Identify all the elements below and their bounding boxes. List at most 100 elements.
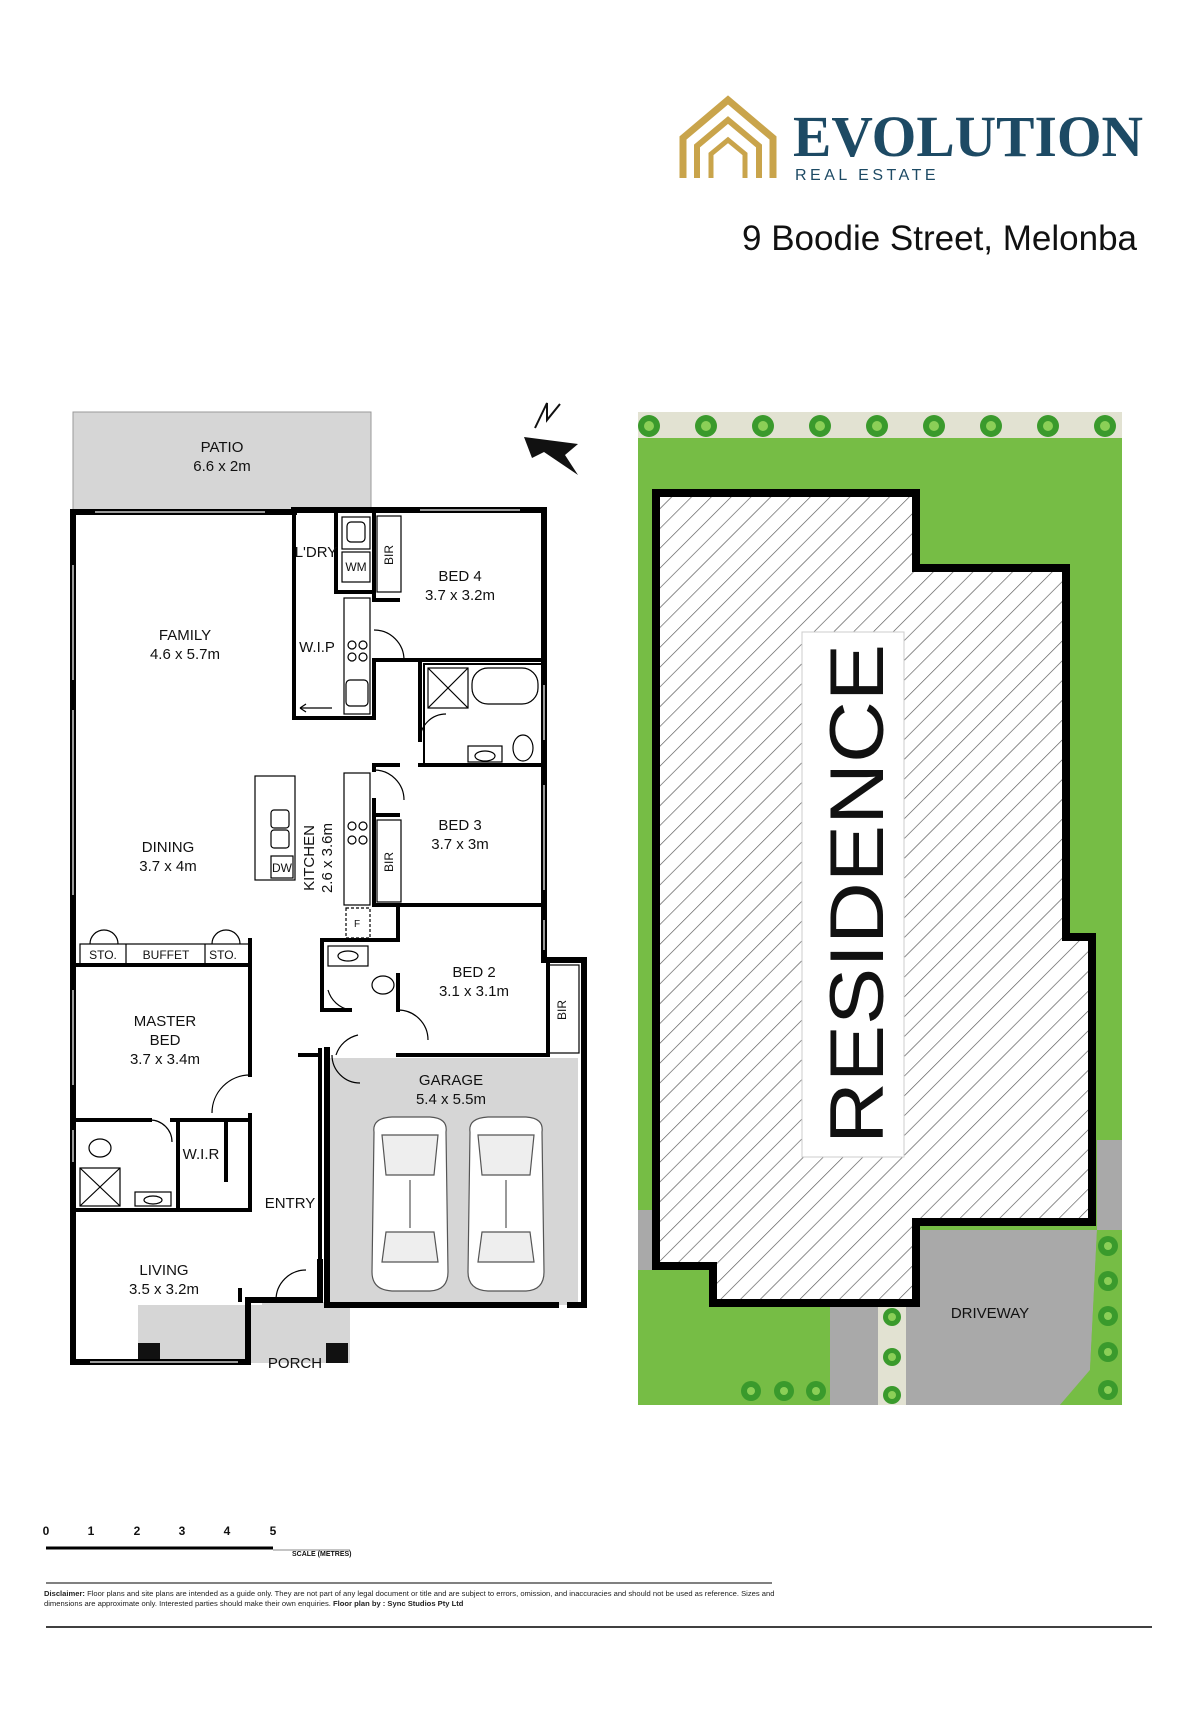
patio-dims: 6.6 x 2m — [193, 458, 251, 475]
buffet-storage — [79, 929, 251, 965]
dining-dims: 3.7 x 4m — [139, 858, 197, 875]
scale-tick-2: 2 — [134, 1524, 141, 1538]
room-labels: PATIO 6.6 x 2m FAMILY 4.6 x 5.7m L'DRY W… — [89, 439, 569, 1372]
windows — [72, 509, 545, 1363]
brand-logo: EVOLUTION REAL ESTATE — [679, 95, 1143, 184]
house-logo-icon — [679, 95, 777, 178]
kitchen-label: KITCHEN — [301, 825, 318, 891]
bed4-dims: 3.7 x 3.2m — [425, 587, 495, 604]
sto-right-label: STO. — [209, 948, 237, 962]
scale-tick-1: 1 — [88, 1524, 95, 1538]
disclaimer-body: Floor plans and site plans are intended … — [44, 1589, 775, 1608]
tree-icon — [752, 415, 774, 437]
laundry-fixtures — [341, 516, 371, 583]
disclaimer-block: Disclaimer: Floor plans and site plans a… — [44, 1589, 775, 1608]
tree-icon — [923, 415, 945, 437]
bathroom-fixtures — [423, 663, 543, 765]
scale-tick-0: 0 — [43, 1524, 50, 1538]
shrub-icon — [806, 1381, 826, 1401]
ensuite-fixtures — [79, 1138, 172, 1207]
living-dims: 3.5 x 3.2m — [129, 1281, 199, 1298]
porch-column-right — [326, 1343, 348, 1363]
tree-icon — [980, 415, 1002, 437]
interior-walls — [71, 510, 550, 1302]
shrub-icon — [1098, 1306, 1118, 1326]
wir-label: W.I.R — [183, 1146, 220, 1163]
tree-icon — [695, 415, 717, 437]
garden-shrubs — [741, 1236, 1118, 1404]
tree-icon — [1037, 415, 1059, 437]
buffet-label: BUFFET — [143, 948, 190, 962]
living-label: LIVING — [139, 1262, 188, 1279]
tree-icon — [866, 415, 888, 437]
family-label: FAMILY — [159, 627, 211, 644]
scale-tick-4: 4 — [224, 1524, 231, 1538]
kitchen-island — [254, 775, 296, 881]
bir-bed2-box — [548, 964, 580, 1054]
master-label-1: MASTER — [134, 1013, 197, 1030]
powder-room-fixtures — [327, 945, 395, 995]
bed2-label: BED 2 — [452, 964, 495, 981]
porch-label: PORCH — [268, 1355, 322, 1372]
bed4-label: BED 4 — [438, 568, 481, 585]
dining-label: DINING — [142, 839, 195, 856]
bir-bed2-label: BIR — [555, 1000, 569, 1020]
bir-top-box — [376, 515, 402, 593]
bed2-dims: 3.1 x 3.1m — [439, 983, 509, 1000]
laundry-label: L'DRY — [295, 544, 338, 561]
floor-plan: PATIO 6.6 x 2m FAMILY 4.6 x 5.7m L'DRY W… — [70, 411, 587, 1372]
patio-area — [72, 411, 372, 511]
kitchen-bench — [343, 772, 371, 939]
residence-label-box — [801, 631, 905, 1158]
shrub-icon — [883, 1308, 901, 1326]
car-left-icon — [371, 1116, 449, 1292]
brand-name: EVOLUTION — [793, 104, 1143, 169]
shrub-icon — [1098, 1236, 1118, 1256]
bed3-dims: 3.7 x 3m — [431, 836, 489, 853]
tree-icon — [1094, 415, 1116, 437]
north-arrow-icon — [524, 402, 578, 475]
shrub-icon — [883, 1386, 901, 1404]
side-paving-right — [1097, 1140, 1122, 1230]
shrub-icon — [1098, 1380, 1118, 1400]
driveway-label: DRIVEWAY — [951, 1305, 1029, 1322]
sto-left-label: STO. — [89, 948, 117, 962]
street-trees-top — [638, 415, 1116, 437]
scale-tick-3: 3 — [179, 1524, 186, 1538]
bed3-label: BED 3 — [438, 817, 481, 834]
porch-column-left — [138, 1343, 160, 1363]
property-address: 9 Boodie Street, Melonba — [742, 219, 1138, 258]
doors — [149, 629, 447, 1301]
fridge-label: F — [354, 919, 360, 930]
garage-dims: 5.4 x 5.5m — [416, 1091, 486, 1108]
scale-tick-5: 5 — [270, 1524, 277, 1538]
dw-label: DW — [272, 861, 293, 875]
residence-label: RESIDENCE — [815, 644, 900, 1144]
bir-top-label: BIR — [382, 545, 396, 565]
master-dims: 3.7 x 3.4m — [130, 1051, 200, 1068]
shrub-icon — [774, 1381, 794, 1401]
entry-label: ENTRY — [265, 1195, 316, 1212]
master-label-2: BED — [150, 1032, 181, 1049]
pantry-shelves — [299, 597, 371, 715]
shrub-icon — [741, 1381, 761, 1401]
site-plan: RESIDENCE DRIVEWAY — [638, 412, 1122, 1405]
patio-label: PATIO — [201, 439, 244, 456]
disclaimer-heading: Disclaimer: — [44, 1589, 85, 1598]
car-right-icon — [467, 1116, 545, 1292]
bir-mid-box — [376, 819, 402, 903]
shrub-icon — [883, 1348, 901, 1366]
scale-label: SCALE (METRES) — [292, 1551, 352, 1558]
brand-tagline: REAL ESTATE — [795, 167, 939, 184]
garage-label: GARAGE — [419, 1072, 483, 1089]
tree-icon — [809, 415, 831, 437]
bir-mid-label: BIR — [382, 852, 396, 872]
tree-icon — [638, 415, 660, 437]
scale-bar: 0 1 2 3 4 5 SCALE (METRES) — [43, 1524, 352, 1558]
wip-label: W.I.P — [299, 639, 335, 656]
kitchen-dims: 2.6 x 3.6m — [319, 823, 336, 893]
family-dims: 4.6 x 5.7m — [150, 646, 220, 663]
wm-label: WM — [345, 560, 366, 574]
shrub-icon — [1098, 1342, 1118, 1362]
